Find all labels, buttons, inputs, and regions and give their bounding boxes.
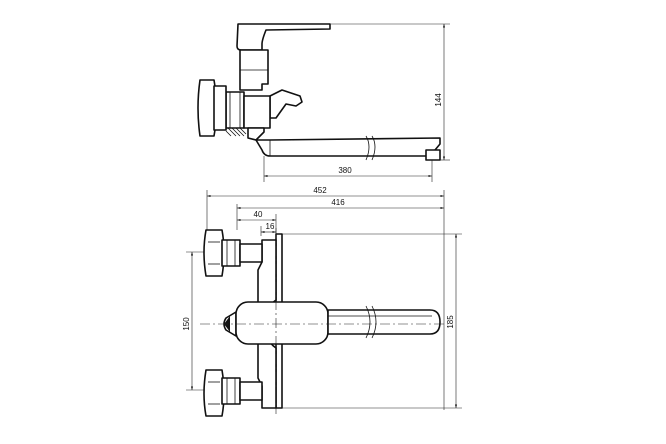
dim-16-label: 16 bbox=[266, 222, 275, 231]
dim-452-label: 452 bbox=[313, 186, 327, 195]
lever-handle bbox=[236, 23, 331, 51]
connection-nut bbox=[225, 91, 245, 129]
lower-nut bbox=[221, 377, 241, 405]
aerator bbox=[425, 149, 441, 161]
mixer-body-front bbox=[235, 301, 329, 345]
thread-hatch bbox=[225, 127, 247, 137]
front-view: 452 416 40 16 150 185 bbox=[182, 186, 462, 417]
lower-flange bbox=[203, 369, 225, 417]
dim-150-label: 150 bbox=[182, 317, 191, 331]
spout-side bbox=[255, 137, 441, 157]
dim-144-label: 144 bbox=[434, 93, 443, 107]
spout-front bbox=[327, 309, 441, 335]
upper-nut bbox=[221, 239, 241, 267]
side-view: 144 380 bbox=[197, 23, 450, 182]
dim-40-label: 40 bbox=[254, 210, 263, 219]
upper-flange bbox=[203, 229, 225, 277]
dim-416-label: 416 bbox=[331, 198, 345, 207]
dim-185-label: 185 bbox=[446, 315, 455, 329]
diverter-knob bbox=[269, 89, 303, 119]
dim-380-label: 380 bbox=[338, 166, 352, 175]
